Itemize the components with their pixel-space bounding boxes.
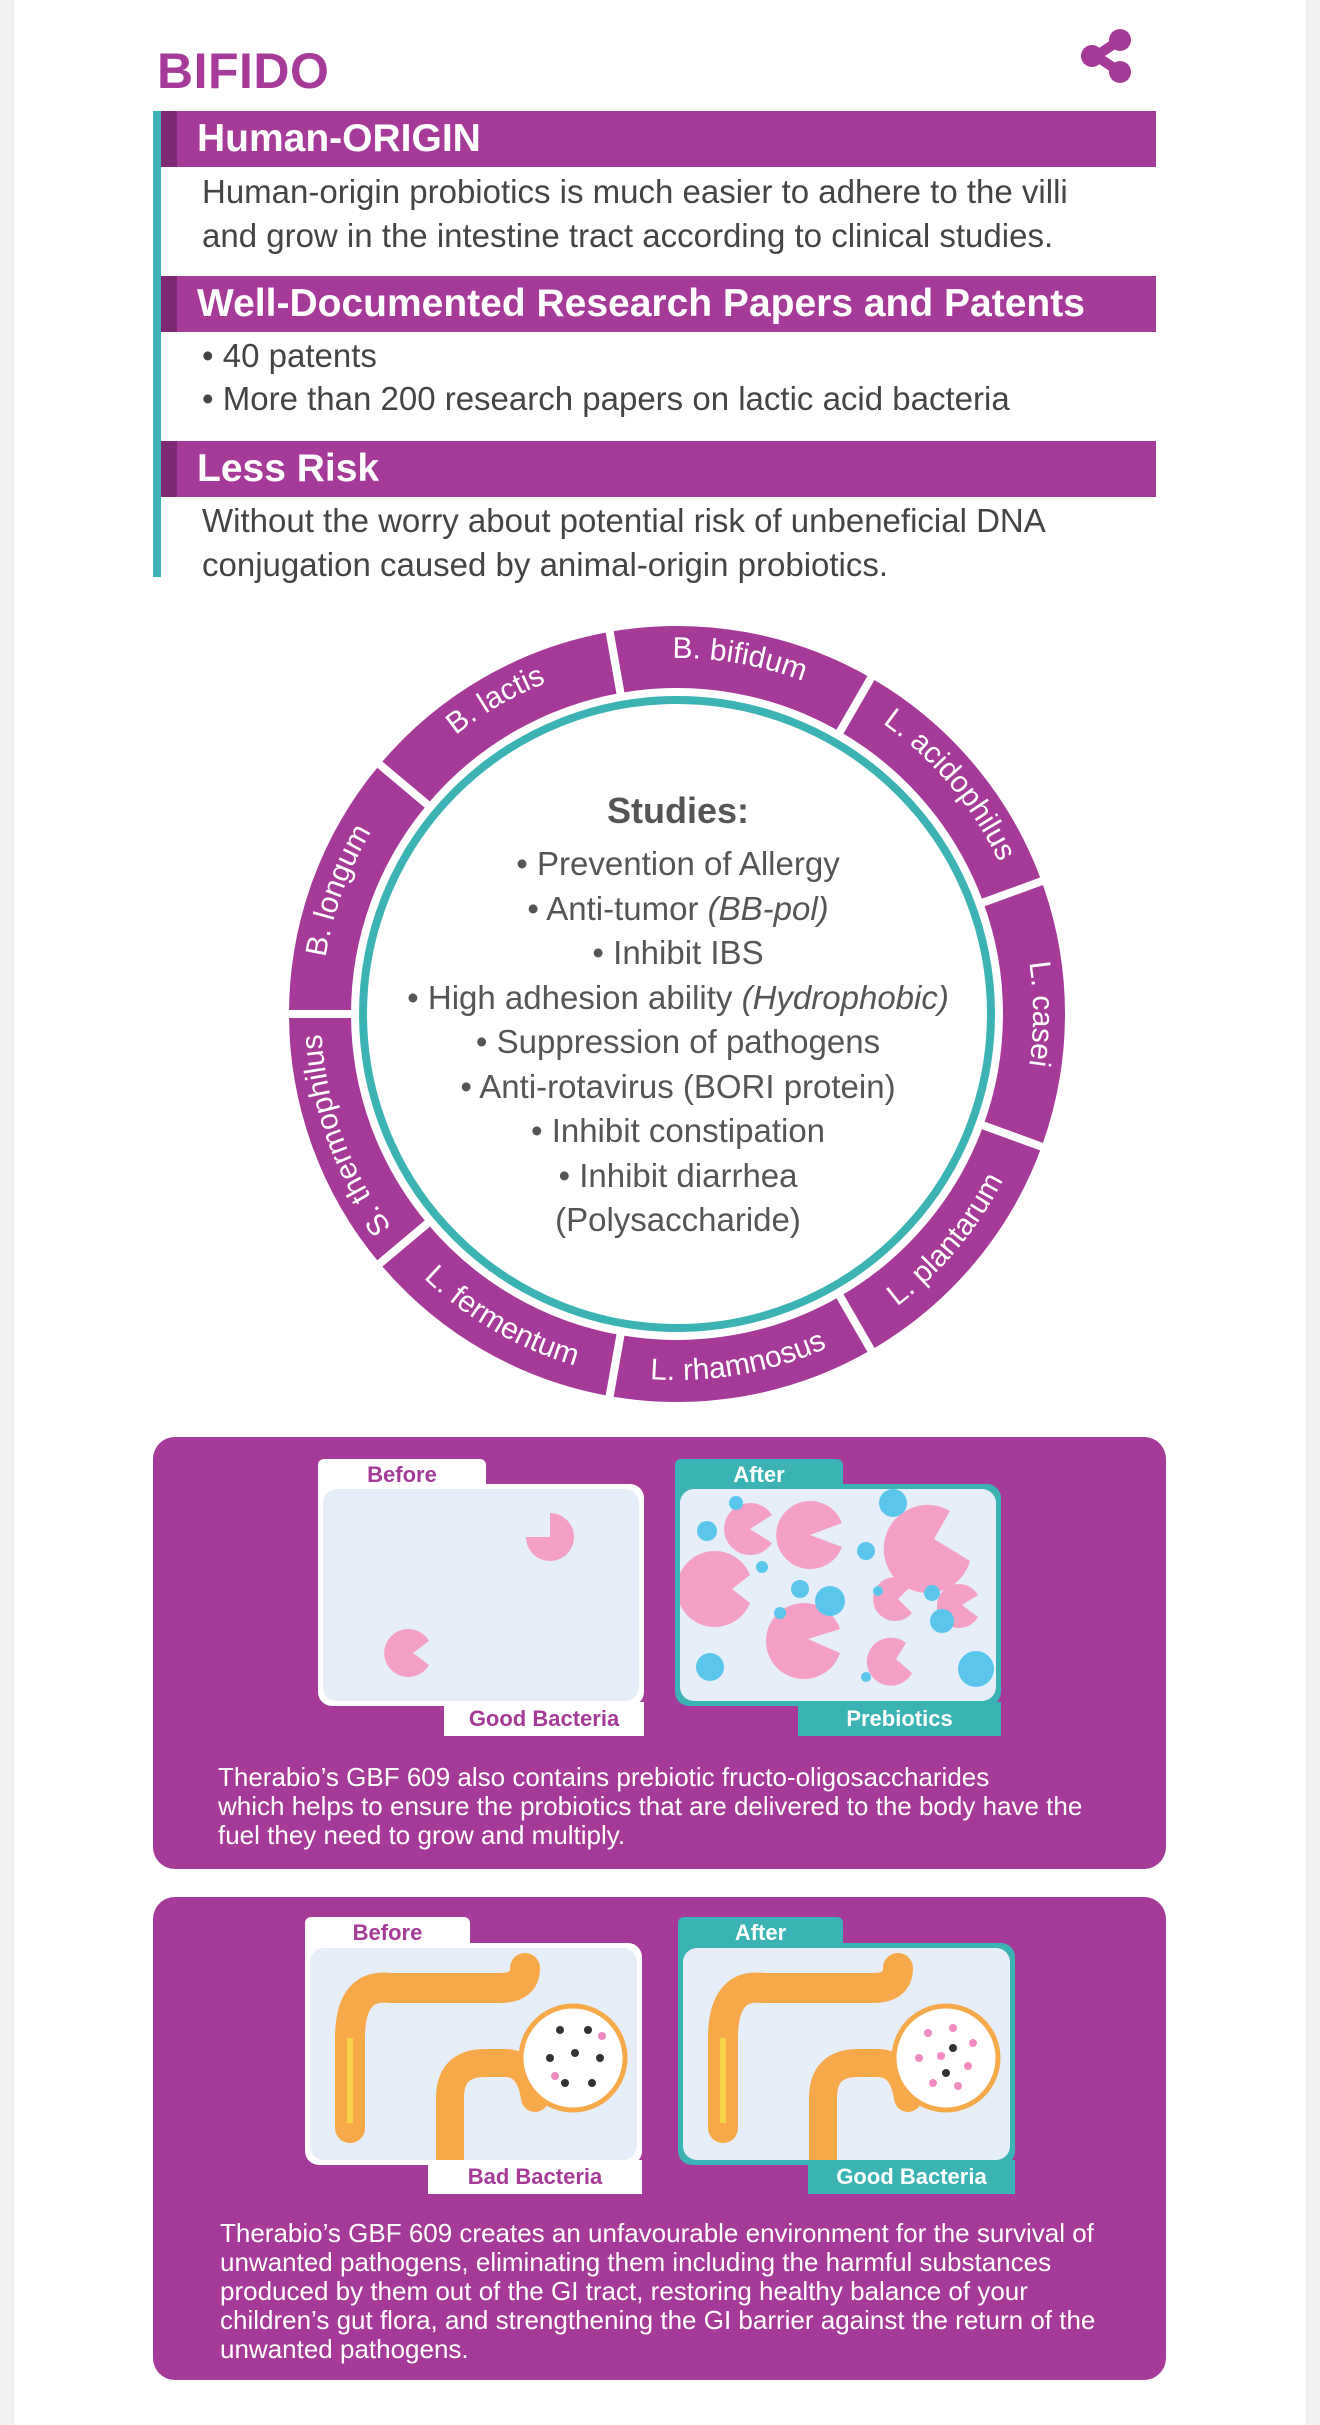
study-item: Inhibit diarrhea <box>353 1154 1003 1199</box>
study-item: High adhesion ability (Hydrophobic) <box>353 976 1003 1021</box>
study-item: Inhibit constipation <box>353 1109 1003 1154</box>
list-item: 40 patents <box>202 334 1162 377</box>
good-bacteria-caption: Good Bacteria <box>808 2160 1015 2194</box>
text-line: Therabio’s GBF 609 creates an unfavourab… <box>220 2218 1094 2248</box>
before-bacteria-illustration <box>323 1489 639 1701</box>
study-item-tail: (Polysaccharide) <box>555 1201 801 1238</box>
study-item: Prevention of Allergy <box>353 842 1003 887</box>
accent-rail <box>153 111 161 577</box>
text-line: Without the worry about potential risk o… <box>202 502 1046 539</box>
study-item: Anti-rotavirus (BORI protein) <box>353 1065 1003 1110</box>
list-item: More than 200 research papers on lactic … <box>202 377 1162 420</box>
section-text-less-risk: Without the worry about potential risk o… <box>202 499 1162 587</box>
intestine-after-illustration <box>683 1948 1010 2160</box>
text-line: produced by them out of the GI tract, re… <box>220 2276 1028 2306</box>
section-text-human-origin: Human-origin probiotics is much easier t… <box>202 170 1162 258</box>
studies-block: Studies: Prevention of Allergy Anti-tumo… <box>353 790 1003 1243</box>
study-item: Anti-tumor (BB-pol) <box>353 887 1003 932</box>
text-line: unwanted pathogens. <box>220 2334 469 2364</box>
good-bacteria-caption: Good Bacteria <box>444 1702 644 1736</box>
section-heading-human-origin: Human-ORIGIN <box>161 111 1156 167</box>
brand-title: BIFIDO <box>157 43 330 99</box>
text-line: Human-origin probiotics is much easier t… <box>202 173 1068 210</box>
study-item: Suppression of pathogens <box>353 1020 1003 1065</box>
bad-bacteria-caption: Bad Bacteria <box>428 2160 642 2194</box>
text-line: children’s gut flora, and strengthening … <box>220 2305 1096 2335</box>
pathogens-description: Therabio’s GBF 609 creates an unfavourab… <box>220 2219 1110 2364</box>
text-line: unwanted pathogens, eliminating them inc… <box>220 2247 1052 2277</box>
text-line: Therabio’s GBF 609 also contains prebiot… <box>218 1762 990 1792</box>
strain-label: L. casei <box>1022 959 1059 1069</box>
studies-title: Studies: <box>606 790 749 831</box>
section-heading-less-risk: Less Risk <box>161 441 1156 497</box>
prebiotics-description: Therabio’s GBF 609 also contains prebiot… <box>218 1763 1108 1850</box>
after-bacteria-illustration <box>680 1489 996 1701</box>
strain-segment <box>371 623 626 813</box>
text-line: which helps to ensure the probiotics tha… <box>218 1791 1083 1821</box>
prebiotics-caption: Prebiotics <box>798 1702 1001 1736</box>
text-line: conjugation caused by animal-origin prob… <box>202 546 889 583</box>
intestine-before-illustration <box>310 1948 637 2160</box>
text-line: fuel they need to grow and multiply. <box>218 1820 626 1850</box>
share-icon[interactable] <box>1074 26 1134 86</box>
research-list: 40 patents More than 200 research papers… <box>202 334 1162 420</box>
text-line: and grow in the intestine tract accordin… <box>202 217 1054 254</box>
section-heading-research: Well-Documented Research Papers and Pate… <box>161 276 1156 332</box>
study-item: Inhibit IBS <box>353 931 1003 976</box>
